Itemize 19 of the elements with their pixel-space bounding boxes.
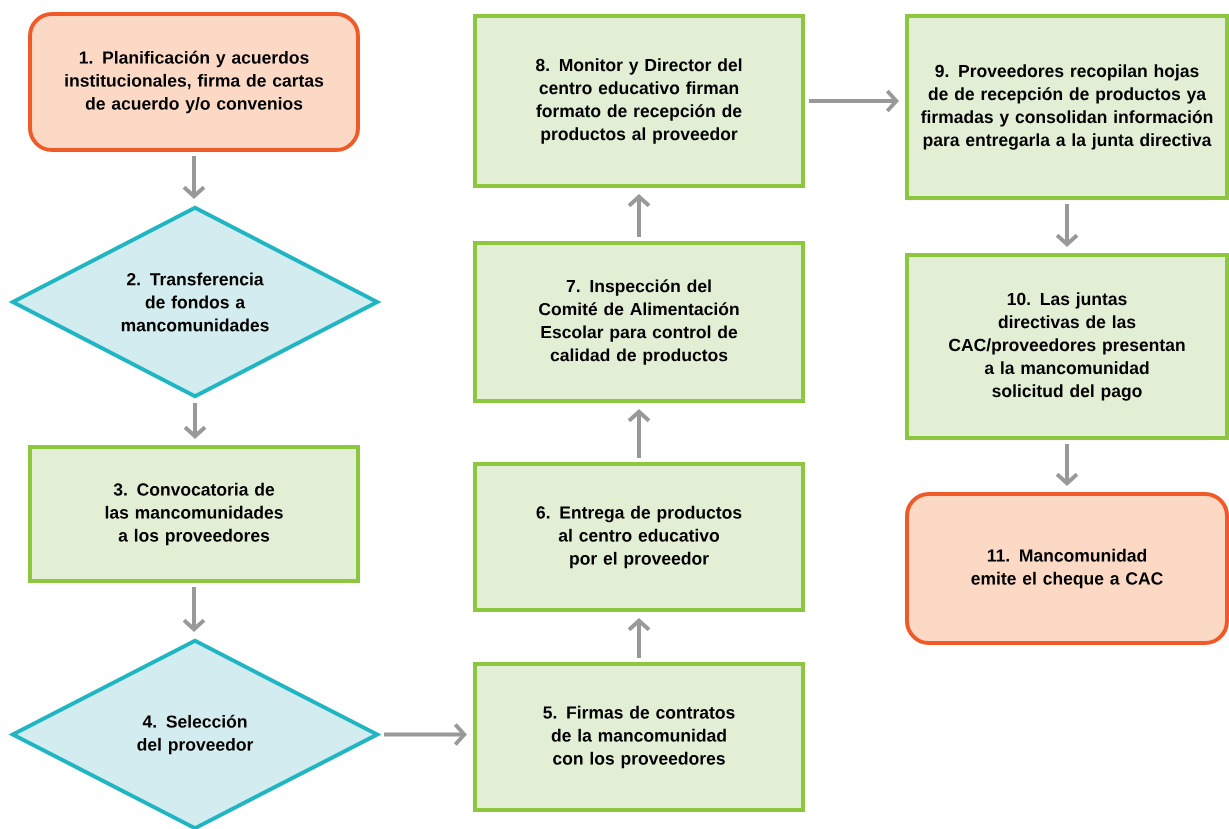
arrow xyxy=(627,618,651,658)
rounded-box: 1. Planificación y acuerdos institucionales, firma de cartas de acuerdo y/o convenios xyxy=(28,12,360,152)
arrow xyxy=(183,403,207,439)
process-box: 3. Convocatoria de las mancomunidades a los proveedores xyxy=(28,445,360,583)
arrow xyxy=(182,587,206,632)
process-box: 9. Proveedores recopilan hojas de de recepción de productos ya firmadas y consolidan información para entregarla a la junta directiva xyxy=(905,14,1229,200)
arrow xyxy=(182,156,206,199)
arrow xyxy=(1055,204,1079,247)
arrow xyxy=(1055,444,1079,486)
arrow xyxy=(627,194,651,237)
process-box: 5. Firmas de contratos de la mancomunidad con los proveedores xyxy=(473,662,805,812)
process-box: 10. Las juntas directivas de las CAC/proveedores presentan a la mancomunidad solicitud del pago xyxy=(905,253,1229,440)
process-box: 6. Entrega de productos al centro educativo por el proveedor xyxy=(473,462,805,612)
arrow xyxy=(809,89,899,113)
arrow xyxy=(627,409,651,458)
process-box: 7. Inspección del Comité de Alimentación Escolar para control de calidad de productos xyxy=(473,241,805,403)
arrow xyxy=(384,723,467,746)
process-box: 8. Monitor y Director del centro educativo firman formato de recepción de productos al proveedor xyxy=(473,14,805,188)
rounded-box: 11. Mancomunidad emite el cheque a CAC xyxy=(905,492,1229,645)
